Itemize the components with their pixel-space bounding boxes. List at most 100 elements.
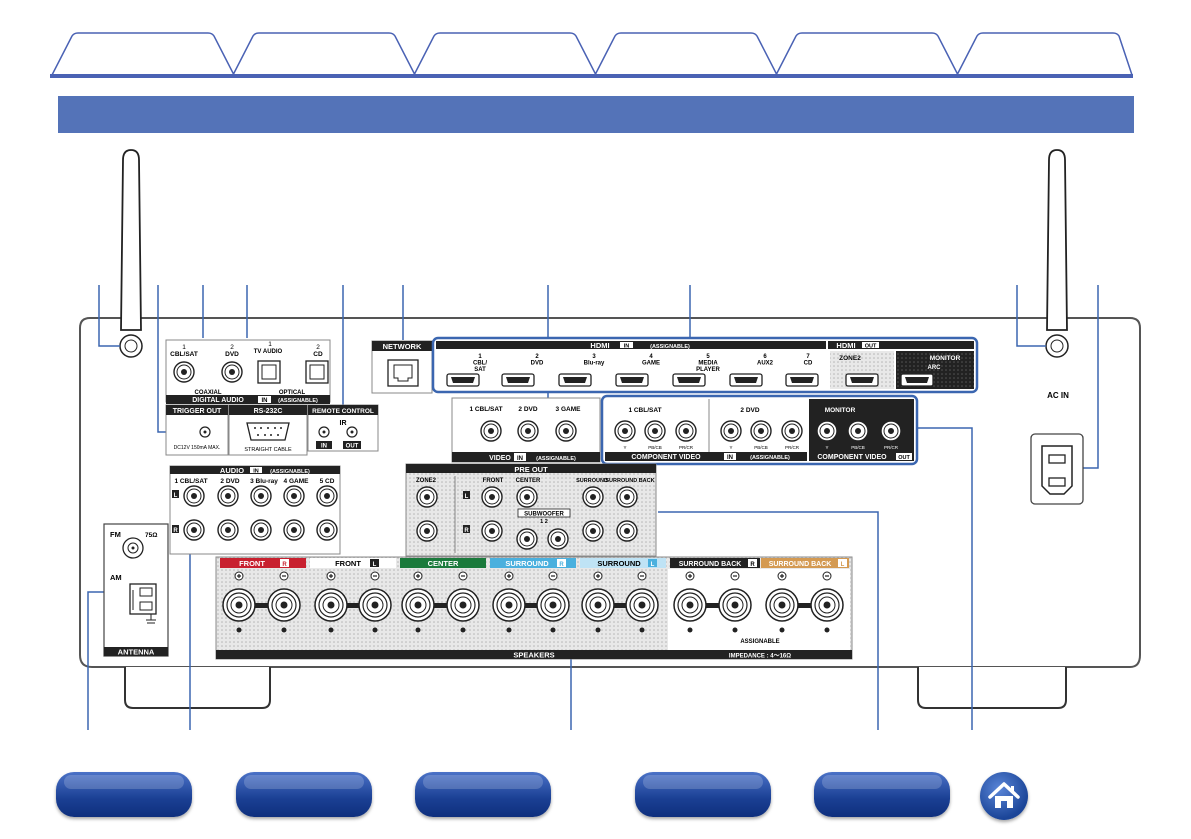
- hdmi-in-1[interactable]: [446, 373, 480, 387]
- hdmi-in-3[interactable]: [558, 373, 592, 387]
- svg-text:SURROUND BACK: SURROUND BACK: [605, 478, 654, 484]
- component-2-pr[interactable]: [781, 420, 803, 442]
- component-out-pr[interactable]: [880, 420, 902, 442]
- nav-button-3[interactable]: [415, 772, 551, 817]
- speaker-center-plus[interactable]: [401, 588, 435, 622]
- video-in-3[interactable]: [555, 420, 577, 442]
- preout-center[interactable]: [516, 486, 538, 508]
- svg-text:HDMI: HDMI: [836, 341, 855, 350]
- video-in-1[interactable]: [480, 420, 502, 442]
- speaker-surround-back-r-plus[interactable]: [673, 588, 707, 622]
- speaker-center-minus[interactable]: [446, 588, 480, 622]
- tab-underline: [50, 74, 1133, 78]
- tab-2[interactable]: [232, 32, 416, 76]
- preout-subwoofer-2[interactable]: [547, 528, 569, 550]
- nav-button-4[interactable]: [635, 772, 771, 817]
- rs232c-port[interactable]: [246, 422, 290, 441]
- speakers-panel: FRONT R FRONT L CENTER SURROUND R SURROU…: [215, 556, 853, 660]
- audio-in-3-l[interactable]: [250, 485, 272, 507]
- optical-jack-2[interactable]: [305, 360, 329, 384]
- audio-in-2-r[interactable]: [217, 519, 239, 541]
- preout-front-r[interactable]: [481, 520, 503, 542]
- svg-text:ASSIGNABLE: ASSIGNABLE: [740, 639, 779, 645]
- optical-jack-1[interactable]: [257, 360, 281, 384]
- component-1-pb[interactable]: [644, 420, 666, 442]
- svg-text:R: R: [750, 562, 755, 568]
- svg-text:OUT: OUT: [865, 344, 877, 350]
- svg-text:IN: IN: [253, 469, 259, 475]
- tab-1[interactable]: [51, 32, 235, 76]
- svg-text:2 DVD: 2 DVD: [220, 478, 239, 485]
- speaker-surround-l-plus[interactable]: [581, 588, 615, 622]
- component-1-pr[interactable]: [675, 420, 697, 442]
- nav-button-5[interactable]: [814, 772, 950, 817]
- speaker-surround-back-l-minus[interactable]: [810, 588, 844, 622]
- speaker-surround-back-r-minus[interactable]: [718, 588, 752, 622]
- svg-text:SURROUND: SURROUND: [505, 559, 549, 568]
- home-button[interactable]: [980, 772, 1028, 820]
- hdmi-out-zone2[interactable]: [845, 373, 879, 387]
- speaker-front-l-plus[interactable]: [314, 588, 348, 622]
- hdmi-in-2[interactable]: [501, 373, 535, 387]
- hdmi-in-4[interactable]: [615, 373, 649, 387]
- tab-6[interactable]: [956, 32, 1133, 76]
- component-1-y[interactable]: [614, 420, 636, 442]
- component-out-y[interactable]: [816, 420, 838, 442]
- svg-text:FRONT: FRONT: [239, 559, 265, 568]
- svg-text:OPTICAL: OPTICAL: [279, 390, 306, 396]
- coaxial-jack-1[interactable]: [173, 361, 195, 383]
- svg-text:(ASSIGNABLE): (ASSIGNABLE): [536, 456, 576, 462]
- network-panel: NETWORK: [371, 340, 433, 394]
- nav-button-1[interactable]: [56, 772, 192, 817]
- tab-5[interactable]: [775, 32, 959, 76]
- component-out-pb[interactable]: [847, 420, 869, 442]
- preout-zone2-l[interactable]: [416, 486, 438, 508]
- audio-in-1-l[interactable]: [183, 485, 205, 507]
- svg-text:DIGITAL AUDIO: DIGITAL AUDIO: [192, 397, 244, 404]
- speaker-surround-r-minus[interactable]: [536, 588, 570, 622]
- coaxial-jack-2[interactable]: [221, 361, 243, 383]
- hdmi-in-7[interactable]: [785, 373, 819, 387]
- foot-left: [124, 667, 271, 709]
- audio-in-3-r[interactable]: [250, 519, 272, 541]
- nav-button-2[interactable]: [236, 772, 372, 817]
- preout-subwoofer-1[interactable]: [516, 528, 538, 550]
- svg-text:1 2: 1 2: [540, 519, 548, 525]
- speaker-front-r-plus[interactable]: [222, 588, 256, 622]
- audio-in-5-r[interactable]: [316, 519, 338, 541]
- speaker-surround-l-minus[interactable]: [625, 588, 659, 622]
- tab-3[interactable]: [413, 32, 597, 76]
- svg-text:CD: CD: [313, 351, 323, 358]
- audio-in-4-l[interactable]: [283, 485, 305, 507]
- svg-text:2: 2: [230, 344, 234, 351]
- speaker-surround-back-l-plus[interactable]: [765, 588, 799, 622]
- audio-in-5-l[interactable]: [316, 485, 338, 507]
- svg-text:SURROUND: SURROUND: [597, 559, 641, 568]
- preout-surround-l[interactable]: [582, 486, 604, 508]
- hdmi-out-monitor[interactable]: [900, 373, 934, 387]
- audio-in-2-l[interactable]: [217, 485, 239, 507]
- hdmi-in-6[interactable]: [729, 373, 763, 387]
- audio-in-1-r[interactable]: [183, 519, 205, 541]
- preout-zone2-r[interactable]: [416, 520, 438, 542]
- speaker-front-r-minus[interactable]: [267, 588, 301, 622]
- video-in-2[interactable]: [517, 420, 539, 442]
- network-port[interactable]: [387, 359, 419, 387]
- audio-in-4-r[interactable]: [283, 519, 305, 541]
- svg-text:SPEAKERS: SPEAKERS: [513, 651, 554, 660]
- preout-surround-r[interactable]: [582, 520, 604, 542]
- tab-4[interactable]: [594, 32, 778, 76]
- preout-surround-back-l[interactable]: [616, 486, 638, 508]
- component-2-y[interactable]: [720, 420, 742, 442]
- preout-front-l[interactable]: [481, 486, 503, 508]
- hdmi-in-5[interactable]: [672, 373, 706, 387]
- component-2-pb[interactable]: [750, 420, 772, 442]
- ac-inlet[interactable]: [1041, 445, 1073, 495]
- speaker-surround-r-plus[interactable]: [492, 588, 526, 622]
- speaker-front-l-minus[interactable]: [358, 588, 392, 622]
- svg-text:Y: Y: [729, 445, 732, 450]
- preout-surround-back-r[interactable]: [616, 520, 638, 542]
